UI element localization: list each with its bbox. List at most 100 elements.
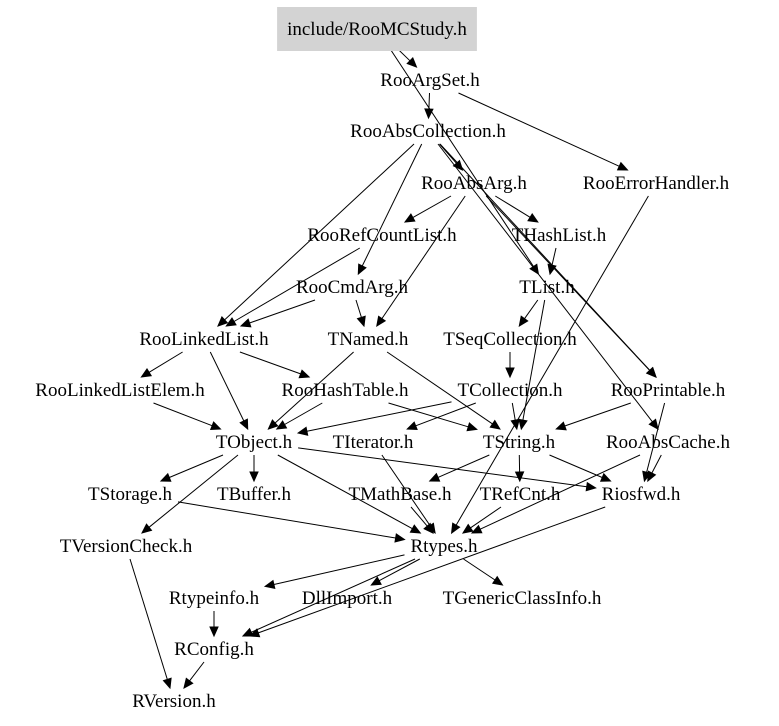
arrowhead-TObject_h-to-TVersionCheck_h	[141, 523, 153, 534]
arrowhead-TCollection_h-to-TObject_h	[296, 426, 309, 436]
arrowhead-RooAbsCollection_h-to-RooAbsCache_h	[648, 418, 659, 430]
edge-Rtypes_h-to-DllImport_h	[378, 558, 421, 582]
arrowhead-TString_h-to-Riosfwd_h	[599, 472, 612, 482]
node-RooArgSet_h[interactable]: RooArgSet.h	[380, 70, 480, 91]
edge-RooAbsCache_h-to-Rtypes_h	[479, 454, 641, 530]
node-RooLinkedList_h[interactable]: RooLinkedList.h	[139, 329, 269, 350]
edge-THashList_h-to-TList_h	[551, 247, 557, 266]
arrowhead-Rtypes_h-to-Rtypeinfo_h	[263, 579, 276, 590]
edge-TObject_h-to-Riosfwd_h	[298, 447, 587, 488]
node-label: RConfig.h	[174, 639, 254, 660]
node-TVersionCheck_h[interactable]: TVersionCheck.h	[60, 536, 193, 557]
node-label: RooAbsArg.h	[421, 173, 527, 194]
node-label: RooLinkedList.h	[139, 329, 269, 350]
arrowhead-TNamed_h-to-TObject_h	[267, 419, 279, 430]
edge-TList_h-to-TString_h	[522, 299, 546, 421]
arrowhead-THashList_h-to-TList_h	[547, 263, 557, 276]
node-DllImport_h[interactable]: DllImport.h	[302, 588, 393, 609]
edge-RooAbsCollection_h-to-RooLinkedList_h	[224, 143, 415, 321]
arrowhead-RooErrorHandler_h-to-Rtypes_h	[450, 522, 461, 535]
arrowhead-Rtypes_h-to-DllImport_h	[370, 576, 382, 586]
node-RooHashTable_h[interactable]: RooHashTable.h	[282, 380, 409, 401]
edge-RooAbsCache_h-to-Riosfwd_h	[651, 454, 662, 474]
node-TSeqCollection_h[interactable]: TSeqCollection.h	[443, 329, 577, 350]
arrowhead-Rtypes_h-to-TGenericClassInfo_h	[491, 575, 504, 586]
edge-RooAbsArg_h-to-THashList_h	[495, 195, 531, 218]
node-label: RooAbsCache.h	[606, 432, 731, 453]
node-label: TGenericClassInfo.h	[443, 588, 602, 609]
node-label: TObject.h	[216, 432, 293, 453]
arrowhead-Rtypes_h-to-RConfig_h	[241, 627, 254, 637]
node-label: Rtypes.h	[410, 536, 478, 557]
edge-RooPrintable_h-to-TString_h	[564, 402, 631, 427]
arrowhead-RooHashTable_h-to-TObject_h	[275, 420, 288, 430]
arrowhead-RooLinkedList_h-to-TObject_h	[239, 418, 249, 431]
edge-TObject_h-to-TVersionCheck_h	[148, 454, 239, 528]
node-RooLinkedListElem_h[interactable]: RooLinkedListElem.h	[35, 380, 205, 401]
node-TNamed_h[interactable]: TNamed.h	[328, 329, 409, 350]
arrowhead-RooAbsCollection_h-to-RooCmdArg_h	[357, 263, 367, 276]
node-TList_h[interactable]: TList.h	[519, 277, 575, 298]
edge-RooPrintable_h-to-Riosfwd_h	[646, 402, 666, 473]
arrowhead-TVersionCheck_h-to-RVersion_h	[162, 677, 172, 690]
node-TStorage_h[interactable]: TStorage.h	[88, 484, 172, 505]
node-Rtypeinfo_h[interactable]: Rtypeinfo.h	[169, 588, 260, 609]
node-label: DllImport.h	[302, 588, 393, 609]
edge-TCollection_h-to-TObject_h	[306, 401, 452, 432]
edge-TVersionCheck_h-to-RVersion_h	[129, 558, 168, 680]
edge-RooLinkedList_h-to-RooLinkedListElem_h	[148, 351, 183, 373]
arrowhead-TList_h-to-TString_h	[518, 418, 528, 431]
arrowhead-RooArgSet_h-to-RooAbsCollection_h	[424, 108, 434, 120]
node-include_RooMCStudy_h[interactable]: include/RooMCStudy.h	[277, 7, 477, 51]
arrowhead-TMathBase_h-to-Rtypes_h	[423, 522, 434, 534]
node-THashList_h[interactable]: THashList.h	[512, 225, 607, 246]
node-TRefCnt_h[interactable]: TRefCnt.h	[480, 484, 561, 505]
node-RooPrintable_h[interactable]: RooPrintable.h	[611, 380, 726, 401]
node-RooAbsArg_h[interactable]: RooAbsArg.h	[421, 173, 527, 194]
node-RooRefCountList_h[interactable]: RooRefCountList.h	[307, 225, 457, 246]
node-label: TVersionCheck.h	[60, 536, 193, 557]
node-TObject_h[interactable]: TObject.h	[216, 432, 293, 453]
node-TString_h[interactable]: TString.h	[483, 432, 556, 453]
edge-RooErrorHandler_h-to-Rtypes_h	[455, 195, 649, 526]
node-Rtypes_h[interactable]: Rtypes.h	[410, 536, 478, 557]
node-TBuffer_h[interactable]: TBuffer.h	[217, 484, 292, 505]
arrowhead-TRefCnt_h-to-Rtypes_h	[461, 523, 474, 534]
edge-RooAbsCollection_h-to-RooAbsCache_h	[437, 143, 653, 423]
arrowhead-TString_h-to-TMathBase_h	[428, 472, 441, 482]
arrowhead-TCollection_h-to-TIterator_h	[406, 421, 418, 431]
node-label: RooArgSet.h	[380, 70, 480, 91]
arrowhead-include_RooMCStudy_h-to-RooArgSet_h	[406, 57, 418, 68]
node-label: RooRefCountList.h	[307, 225, 457, 246]
root-node-highlight	[277, 7, 477, 51]
arrowhead-TString_h-to-TRefCnt_h	[514, 471, 525, 483]
node-label: TString.h	[483, 432, 556, 453]
arrowhead-TSeqCollection_h-to-TCollection_h	[505, 367, 515, 379]
node-label: RooLinkedListElem.h	[35, 380, 205, 401]
edge-TObject_h-to-TStorage_h	[169, 454, 224, 478]
edge-TObject_h-to-Rtypes_h	[277, 454, 413, 530]
node-RVersion_h[interactable]: RVersion.h	[132, 691, 216, 712]
node-label: TList.h	[519, 277, 575, 298]
edge-RConfig_h-to-RVersion_h	[189, 661, 205, 682]
node-TCollection_h[interactable]: TCollection.h	[457, 380, 563, 401]
arrowhead-Rtypeinfo_h-to-RConfig_h	[209, 626, 219, 638]
edge-Rtypes_h-to-TGenericClassInfo_h	[463, 558, 496, 581]
node-RooAbsCollection_h[interactable]: RooAbsCollection.h	[350, 121, 506, 142]
arrowhead-RooCmdArg_h-to-TNamed_h	[356, 315, 366, 328]
node-TGenericClassInfo_h[interactable]: TGenericClassInfo.h	[443, 588, 602, 609]
node-TIterator_h[interactable]: TIterator.h	[333, 432, 414, 453]
node-label: Riosfwd.h	[602, 484, 681, 505]
edge-TStorage_h-to-Rtypes_h	[177, 501, 396, 539]
node-RConfig_h[interactable]: RConfig.h	[174, 639, 254, 660]
arrowhead-RooAbsArg_h-to-THashList_h	[527, 212, 539, 223]
arrowhead-RooLinkedList_h-to-RooLinkedListElem_h	[140, 367, 153, 378]
node-TMathBase_h[interactable]: TMathBase.h	[349, 484, 452, 505]
node-RooErrorHandler_h[interactable]: RooErrorHandler.h	[583, 173, 730, 194]
arrowhead-RooAbsCache_h-to-Rtypes_h	[470, 524, 483, 534]
node-Riosfwd_h[interactable]: Riosfwd.h	[602, 484, 681, 505]
edge-RooAbsArg_h-to-RooRefCountList_h	[412, 195, 452, 219]
node-label: RooCmdArg.h	[296, 277, 409, 298]
node-RooAbsCache_h[interactable]: RooAbsCache.h	[606, 432, 731, 453]
node-RooCmdArg_h[interactable]: RooCmdArg.h	[296, 277, 409, 298]
